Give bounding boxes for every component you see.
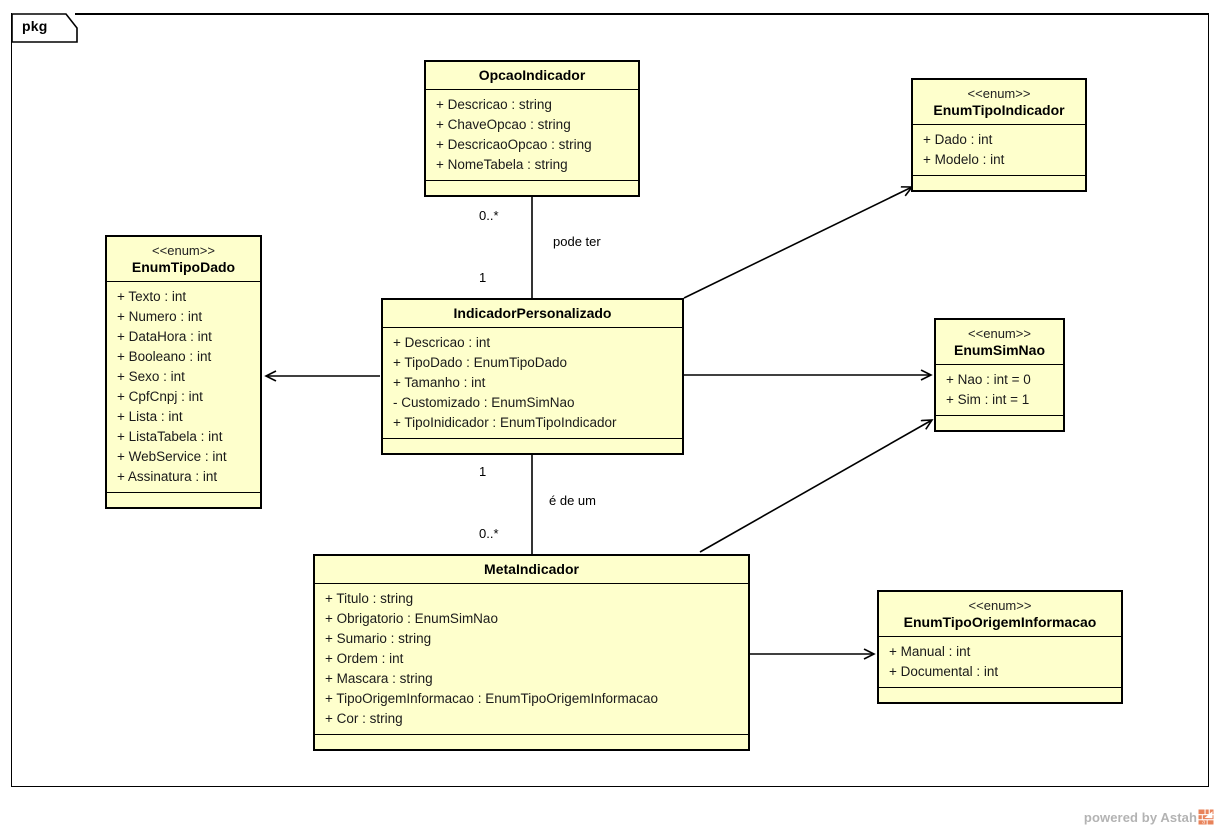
class-header-opcao-indicador: OpcaoIndicador [426,62,638,90]
class-box-indicador-personalizado[interactable]: IndicadorPersonalizado + Descricao : int… [381,298,684,455]
package-frame [11,13,1209,787]
astah-credit-text: powered by Astah [1083,809,1197,825]
attribute-row: + Descricao : string [436,97,552,112]
attribute-row: + TipoOrigemInformacao : EnumTipoOrigemI… [325,691,659,706]
class-attributes-enum-sim-nao: + Nao : int = 0 + Sim : int = 1 [936,365,1063,416]
attribute-row: + DescricaoOpcao : string [436,137,592,152]
attribute-row: + Titulo : string [325,591,414,606]
stereotype-label: <<enum>> [967,86,1031,101]
class-attributes-indicador-personalizado: + Descricao : int + TipoDado : EnumTipoD… [383,328,682,439]
package-tab: pkg [11,13,78,43]
class-operations-enum-sim-nao [936,416,1063,430]
attribute-row: - Customizado : EnumSimNao [393,395,575,410]
class-operations-enum-tipo-origem-informacao [879,688,1121,702]
attribute-row: + Modelo : int [923,152,1005,167]
class-operations-enum-tipo-indicador [913,176,1085,190]
package-tab-shape [11,13,78,43]
attribute-row: + WebService : int [117,449,227,464]
multiplicity-meta-target: 0..* [479,526,499,541]
class-attributes-enum-tipo-indicador: + Dado : int + Modelo : int [913,125,1085,176]
attribute-row: + CpfCnpj : int [117,389,203,404]
class-attributes-opcao-indicador: + Descricao : string + ChaveOpcao : stri… [426,90,638,181]
stereotype-label: <<enum>> [152,243,215,258]
attribute-row: + Sexo : int [117,369,185,384]
class-box-enum-tipo-dado[interactable]: <<enum>> EnumTipoDado + Texto : int + Nu… [105,235,262,509]
stereotype-label: <<enum>> [968,326,1031,341]
package-frame-top-border [75,13,1209,15]
attribute-row: + Mascara : string [325,671,433,686]
class-header-indicador-personalizado: IndicadorPersonalizado [383,300,682,328]
stereotype-label: <<enum>> [968,598,1032,613]
class-box-opcao-indicador[interactable]: OpcaoIndicador + Descricao : string + Ch… [424,60,640,197]
class-name-enum-tipo-origem-informacao: EnumTipoOrigemInformacao [903,614,1097,630]
attribute-row: + Assinatura : int [117,469,218,484]
class-header-enum-tipo-dado: <<enum>> EnumTipoDado [107,237,260,282]
class-name-enum-tipo-indicador: EnumTipoIndicador [933,102,1065,118]
multiplicity-opcao-target: 0..* [479,208,499,223]
class-operations-opcao-indicador [426,181,638,195]
class-box-enum-tipo-indicador[interactable]: <<enum>> EnumTipoIndicador + Dado : int … [911,78,1087,192]
attribute-row: + Texto : int [117,289,187,304]
astah-logo-icon: a [1198,809,1214,826]
class-name-enum-sim-nao: EnumSimNao [953,342,1045,358]
attribute-row: + Tamanho : int [393,375,486,390]
association-label-pode-ter: pode ter [553,234,601,249]
class-header-enum-tipo-origem-informacao: <<enum>> EnumTipoOrigemInformacao [879,592,1121,637]
attribute-row: + ListaTabela : int [117,429,223,444]
class-header-meta-indicador: MetaIndicador [315,556,748,584]
class-name-opcao-indicador: OpcaoIndicador [478,67,586,83]
class-attributes-enum-tipo-origem-informacao: + Manual : int + Documental : int [879,637,1121,688]
class-operations-enum-tipo-dado [107,493,260,507]
class-name-meta-indicador: MetaIndicador [484,561,579,577]
attribute-row: + Nao : int = 0 [946,372,1031,387]
attribute-row: + DataHora : int [117,329,212,344]
attribute-row: + Dado : int [923,132,993,147]
attribute-row: + Sim : int = 1 [946,392,1030,407]
attribute-row: + Ordem : int [325,651,404,666]
attribute-row: + Sumario : string [325,631,432,646]
class-box-enum-sim-nao[interactable]: <<enum>> EnumSimNao + Nao : int = 0 + Si… [934,318,1065,432]
attribute-row: + Manual : int [889,644,971,659]
class-box-enum-tipo-origem-informacao[interactable]: <<enum>> EnumTipoOrigemInformacao + Manu… [877,590,1123,704]
multiplicity-meta-source: 1 [479,464,487,479]
class-operations-meta-indicador [315,735,748,749]
association-label-e-de-um: é de um [549,493,596,508]
attribute-row: + TipoInidicador : EnumTipoIndicador [393,415,617,430]
attribute-row: + TipoDado : EnumTipoDado [393,355,567,370]
attribute-row: + Lista : int [117,409,183,424]
multiplicity-opcao-source: 1 [479,270,487,285]
attribute-row: + Documental : int [889,664,999,679]
class-name-enum-tipo-dado: EnumTipoDado [131,259,236,275]
astah-credit: powered by Astah a [1083,809,1214,826]
class-attributes-enum-tipo-dado: + Texto : int + Numero : int + DataHora … [107,282,260,493]
attribute-row: + ChaveOpcao : string [436,117,571,132]
class-header-enum-tipo-indicador: <<enum>> EnumTipoIndicador [913,80,1085,125]
attribute-row: + Cor : string [325,711,403,726]
attribute-row: + Obrigatorio : EnumSimNao [325,611,498,626]
attribute-row: + Booleano : int [117,349,212,364]
svg-text:a: a [1202,819,1205,825]
attribute-row: + NomeTabela : string [436,157,568,172]
class-name-indicador-personalizado: IndicadorPersonalizado [453,305,612,321]
class-operations-indicador-personalizado [383,439,682,453]
attribute-row: + Descricao : int [393,335,491,350]
class-header-enum-sim-nao: <<enum>> EnumSimNao [936,320,1063,365]
class-attributes-meta-indicador: + Titulo : string + Obrigatorio : EnumSi… [315,584,748,735]
package-tab-label: pkg [22,18,48,34]
class-box-meta-indicador[interactable]: MetaIndicador + Titulo : string + Obriga… [313,554,750,751]
attribute-row: + Numero : int [117,309,203,324]
